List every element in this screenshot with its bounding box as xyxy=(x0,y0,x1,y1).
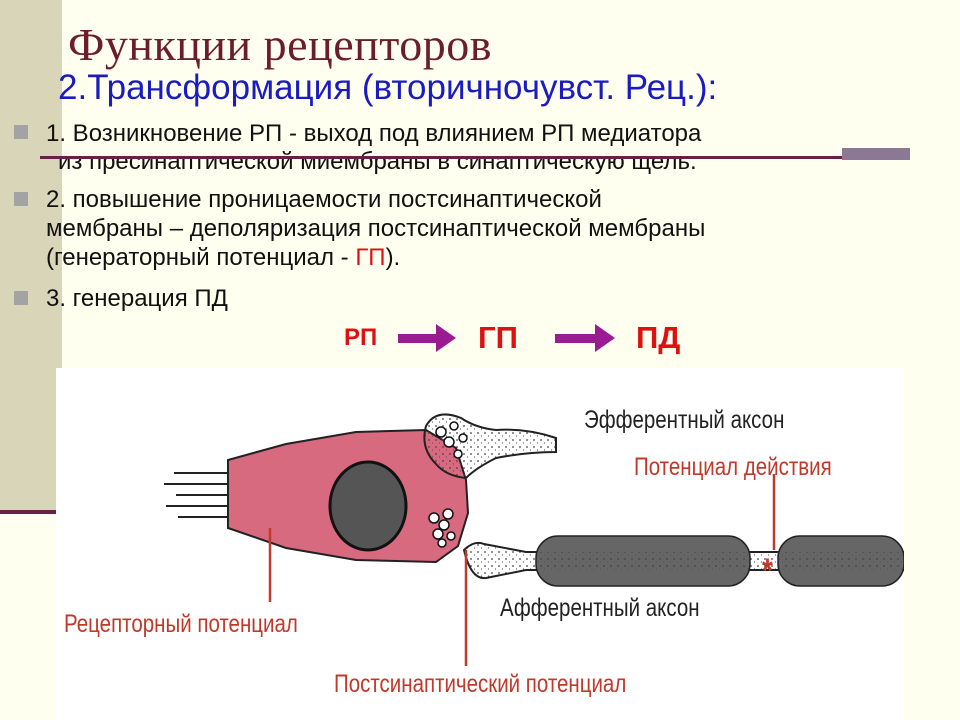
bullet-square-2 xyxy=(14,192,28,206)
efferent-terminal xyxy=(423,413,557,480)
item-2-line-1: 2. повышение проницаемости постсинаптиче… xyxy=(46,186,602,213)
label-efferent-axon: Эфферентный аксон xyxy=(584,406,785,434)
axon-core-2 xyxy=(778,552,904,570)
gp-highlight: ГП xyxy=(355,244,386,271)
divider-accent xyxy=(842,148,910,160)
divider-line xyxy=(40,156,910,159)
item-3-line-1: 3. генерация ПД xyxy=(46,285,228,312)
left-decor-band xyxy=(0,0,62,510)
label-action-potential: Потенциал действия xyxy=(634,453,832,481)
axon-core-1 xyxy=(536,552,750,570)
efferent-vesicles xyxy=(435,421,468,459)
label-postsynaptic-potential: Постсинаптический потенциал xyxy=(334,670,627,698)
item-2-text-suffix: ). xyxy=(385,244,401,271)
slide-subtitle: 2.Трансформация (вторичночувст. Рец.): xyxy=(58,68,718,107)
flow-arrow-1-head xyxy=(436,324,456,352)
receptor-diagram-svg xyxy=(164,413,904,666)
item-2-text-prefix: (генераторный потенциал - xyxy=(46,244,356,271)
flow-arrow-2-head xyxy=(595,324,615,352)
bullet-square-1 xyxy=(14,125,28,139)
flow-arrow-2 xyxy=(555,334,597,343)
asterisk-marker: * xyxy=(762,552,773,590)
item-1-line-1: 1. Возникновение РП - выход под влиянием… xyxy=(46,120,702,147)
item-2-line-2: мембраны – деполяризация постсинаптическ… xyxy=(46,215,706,242)
slide-title: Функции рецепторов xyxy=(68,19,492,70)
pointer-lines xyxy=(268,474,776,666)
receptor-cilia xyxy=(164,472,231,518)
cell-nucleus xyxy=(328,460,408,552)
synaptic-vesicles xyxy=(428,508,456,548)
flow-step-pd: ПД xyxy=(636,320,681,355)
flow-step-rp: РП xyxy=(344,324,378,351)
label-receptor-potential: Рецепторный потенциал xyxy=(64,610,298,638)
left-band-underline xyxy=(0,510,62,514)
flow-step-gp: ГП xyxy=(478,320,518,355)
bullet-square-3 xyxy=(14,291,28,305)
item-2-line-3: (генераторный потенциал - ГП). xyxy=(46,243,400,272)
flow-arrow-1 xyxy=(398,334,438,343)
receptor-diagram: Эфферентный аксон Потенциал действия * А… xyxy=(56,368,904,720)
label-afferent-axon: Афферентный аксон xyxy=(500,594,700,622)
item-1-line-2: из пресинаптической миембраны в синаптич… xyxy=(58,148,697,175)
